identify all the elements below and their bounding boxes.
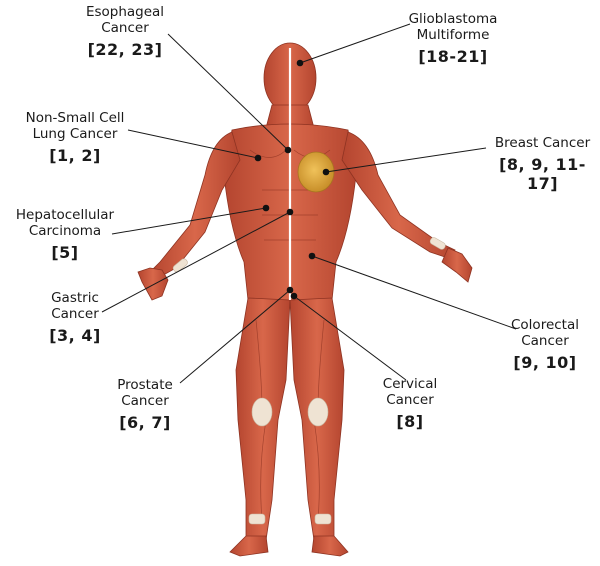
human-figure [137, 42, 473, 557]
label-breast-cancer: Breast Cancer [8, 9, 11-17] [485, 135, 600, 194]
label-refs: [22, 23] [87, 40, 163, 60]
dot-cervical [290, 292, 298, 300]
label-refs: [8] [396, 412, 424, 432]
label-nsclc: Non-Small Cell Lung Cancer [1, 2] [10, 110, 140, 166]
label-name: Cancer [386, 392, 434, 409]
tendons [172, 237, 446, 525]
label-refs: [3, 4] [49, 326, 101, 346]
leader-glio [299, 23, 411, 64]
label-name: Carcinoma [28, 223, 102, 240]
dot-breast [322, 168, 330, 176]
label-name: Cancer [101, 20, 149, 37]
label-name: Lung Cancer [32, 126, 118, 143]
label-glioblastoma-multiforme: Glioblastoma Multiforme [18-21] [393, 11, 513, 67]
label-refs: [5] [51, 243, 79, 263]
label-name: Cancer [121, 393, 169, 410]
dot-prostate [286, 286, 294, 294]
label-gastric-cancer: Gastric Cancer [3, 4] [30, 290, 120, 346]
label-hepatocellular-carcinoma: Hepatocellular Carcinoma [5] [5, 207, 125, 263]
label-refs: [6, 7] [119, 413, 171, 433]
label-cervical-cancer: Cervical Cancer [8] [365, 376, 455, 432]
right-hand [441, 247, 473, 283]
dot-colorectal [308, 252, 316, 260]
label-name: Breast Cancer [494, 135, 591, 151]
label-refs: [8, 9, 11-17] [499, 155, 586, 194]
dot-gastric [286, 208, 294, 216]
label-refs: [1, 2] [49, 146, 101, 166]
leader-nsclc [127, 129, 259, 159]
right-foot [311, 535, 349, 557]
dot-esophageal [284, 146, 292, 154]
marker-dots [254, 59, 330, 300]
breast-highlight [297, 151, 335, 193]
label-esophageal-cancer: Esophageal Cancer [22, 23] [70, 4, 180, 60]
dot-glio [296, 59, 304, 67]
leader-lines [101, 23, 517, 384]
label-name: Prostate [117, 377, 173, 393]
leader-gastric [101, 211, 291, 313]
label-name: Esophageal [85, 4, 165, 20]
label-refs: [9, 10] [513, 353, 577, 373]
label-name: Gastric [51, 290, 99, 306]
label-name: Cancer [51, 306, 99, 323]
left-arm [149, 131, 241, 279]
leader-breast [325, 147, 487, 173]
label-name: Non-Small Cell [25, 110, 125, 126]
label-name: Cervical [382, 376, 438, 392]
left-hand [137, 267, 169, 301]
label-name: Multiforme [416, 27, 490, 44]
label-name: Glioblastoma [408, 11, 498, 27]
label-name: Hepatocellular [15, 207, 115, 223]
leader-prostate [179, 289, 291, 384]
left-foot [229, 535, 269, 557]
leader-esophageal [167, 33, 289, 151]
label-prostate-cancer: Prostate Cancer [6, 7] [100, 377, 190, 433]
dot-nsclc [254, 154, 262, 162]
right-arm [341, 131, 456, 259]
leader-hepato [111, 207, 267, 235]
label-name: Colorectal [511, 317, 579, 333]
leader-colorectal [311, 255, 517, 330]
label-colorectal-cancer: Colorectal Cancer [9, 10] [495, 317, 595, 373]
dot-hepato [262, 204, 270, 212]
label-name: Cancer [521, 333, 569, 350]
label-refs: [18-21] [418, 47, 488, 67]
leader-cervical [293, 295, 407, 381]
